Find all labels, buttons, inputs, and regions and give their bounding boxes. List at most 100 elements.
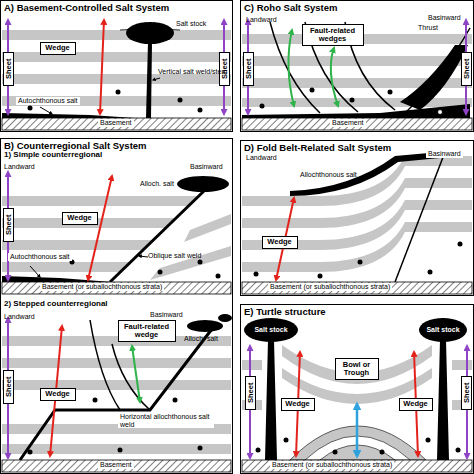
strata-band <box>2 336 231 346</box>
dot <box>216 274 221 279</box>
weld-label: Horizontal allochthonous salt weld <box>118 413 214 428</box>
dot <box>428 270 433 275</box>
direction-label: Basinward <box>150 311 183 319</box>
weld-label: Oblique salt weld <box>148 252 201 260</box>
salt-stock <box>419 318 467 342</box>
fault <box>112 344 150 410</box>
salt-stock <box>126 22 174 44</box>
panel-title: C) Roho Salt System <box>244 2 337 13</box>
panel-title: E) Turtle structure <box>244 306 326 317</box>
strata-band <box>184 214 231 242</box>
label-box: Wedge <box>40 42 76 55</box>
bowl-band <box>282 345 432 384</box>
label-box: Bowl or Trough <box>335 358 379 380</box>
fault-label: Thrust <box>418 24 438 32</box>
box-text: Wedge <box>45 44 69 52</box>
dot <box>318 274 323 279</box>
label-box: Sheet <box>461 376 472 410</box>
dot <box>456 448 461 453</box>
salt-label: Salt stock <box>422 326 464 334</box>
wedge-arrow <box>100 20 104 114</box>
allochthonous-salt <box>218 314 232 322</box>
strata-band <box>2 262 131 272</box>
box-text: Sheet <box>244 58 252 78</box>
label-box: Wedge <box>40 388 76 401</box>
dot <box>333 450 338 455</box>
salt-label: Salt stock <box>250 326 292 334</box>
salt-weld <box>20 325 215 460</box>
dot <box>198 260 203 265</box>
wedge-arrow <box>132 346 140 402</box>
dot <box>350 98 355 103</box>
dot <box>256 448 261 453</box>
allochthonous-salt <box>187 320 223 332</box>
wedge-arrow <box>288 30 294 106</box>
label-box: Sheet <box>243 52 254 86</box>
box-text: Wedge <box>285 400 309 408</box>
salt-label: Alloch. salt <box>140 180 174 188</box>
autochthonous-salt <box>2 113 135 118</box>
dot <box>116 90 121 95</box>
label-box: Wedge <box>262 236 298 249</box>
label-box: Fault-related wedges <box>302 24 364 46</box>
strata-band <box>2 74 231 84</box>
direction-label: Landward <box>4 163 35 171</box>
salt-label: Autochthonous salt <box>8 253 72 261</box>
label-box: Wedge <box>281 398 315 411</box>
label-box: Sheet <box>245 376 256 410</box>
box-text: Sheet <box>4 376 12 396</box>
dot <box>284 438 289 443</box>
strata-band <box>2 52 231 62</box>
label-box: Sheet <box>3 370 14 404</box>
dot <box>254 272 259 277</box>
direction-label: Landward <box>4 313 35 321</box>
salt-stem <box>146 42 152 118</box>
dot <box>438 110 443 115</box>
dot <box>28 106 33 111</box>
autochthonous-salt <box>2 276 112 282</box>
basement-label: Basement (or suballochthonous strata) <box>270 461 394 469</box>
panel-d-art <box>242 152 472 294</box>
weld-label: Vertical salt weld/stem <box>158 68 228 76</box>
dot <box>388 90 393 95</box>
box-text: Fault-related wedges <box>303 27 363 43</box>
basement <box>2 118 231 130</box>
direction-label: Basinward <box>428 14 461 22</box>
strata-band <box>2 444 231 454</box>
box-text: Sheet <box>246 382 254 402</box>
panel-a-art <box>2 20 231 130</box>
wedge-arrow <box>331 48 338 106</box>
subpanel-heading: 2) Stepped counterregional <box>4 300 108 309</box>
dot <box>198 108 203 113</box>
basement <box>242 282 472 294</box>
label-box: Fault-related wedge <box>118 320 176 342</box>
salt-stem <box>265 340 277 460</box>
label-box: Sheet <box>3 52 14 86</box>
strata-band <box>2 30 231 40</box>
dot <box>158 270 163 275</box>
bowl-arrow <box>356 404 359 456</box>
basement-label: Basement <box>98 119 134 127</box>
box-text: Sheet <box>462 58 470 78</box>
label-box: Wedge <box>62 212 98 225</box>
direction-label: Landward <box>246 16 277 24</box>
box-text: Sheet <box>4 214 12 234</box>
dot <box>358 260 363 265</box>
panel-e-art <box>242 318 472 472</box>
dot <box>458 242 463 247</box>
dot <box>310 88 315 93</box>
label-box: Sheet <box>461 52 472 86</box>
basement <box>242 118 472 130</box>
panel-c-art <box>242 20 472 130</box>
box-text: Fault-related wedge <box>119 323 175 339</box>
wedge-arrow <box>88 176 112 280</box>
panel-title: B) Counterregional Salt System <box>4 140 147 151</box>
dot <box>260 104 265 109</box>
leader-arrow <box>153 78 160 80</box>
strata-band <box>242 98 472 107</box>
basement-label: Basement <box>98 461 134 469</box>
dot <box>118 448 123 453</box>
basement-label: Basement <box>330 119 366 127</box>
dot <box>93 398 98 403</box>
